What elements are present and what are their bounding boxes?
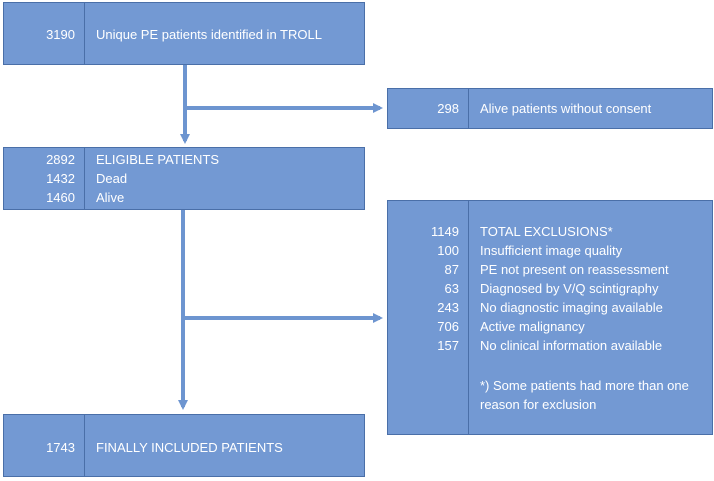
no-consent-count: 298 xyxy=(437,101,459,116)
exclusion-count: 243 xyxy=(437,300,459,315)
included-count: 1743 xyxy=(46,440,75,455)
eligible-box: 2892 ELIGIBLE PATIENTS 1432 Dead 1460 Al… xyxy=(3,147,365,210)
exclusion-label: Diagnosed by V/Q scintigraphy xyxy=(480,281,659,296)
box-divider xyxy=(468,89,469,128)
exclusion-row: 63 Diagnosed by V/Q scintigraphy xyxy=(388,279,712,298)
box-divider xyxy=(84,415,85,476)
exclusions-box: 1149 TOTAL EXCLUSIONS* 100 Insufficient … xyxy=(387,200,713,435)
exclusions-total-label: TOTAL EXCLUSIONS* xyxy=(480,224,613,239)
included-label: FINALLY INCLUDED PATIENTS xyxy=(96,440,283,455)
exclusion-label: PE not present on reassessment xyxy=(480,262,669,277)
identified-box: 3190 Unique PE patients identified in TR… xyxy=(3,2,365,65)
eligible-row: 2892 ELIGIBLE PATIENTS xyxy=(4,150,364,169)
no-consent-row: 298 Alive patients without consent xyxy=(388,99,712,118)
eligible-alive-label: Alive xyxy=(96,190,125,205)
exclusion-row: 157 No clinical information available xyxy=(388,336,712,355)
exclusion-count: 100 xyxy=(437,243,459,258)
eligible-row: 1432 Dead xyxy=(4,169,364,188)
exclusion-label: Insufficient image quality xyxy=(480,243,623,258)
included-row: 1743 FINALLY INCLUDED PATIENTS xyxy=(4,438,364,457)
exclusion-row: 1149 TOTAL EXCLUSIONS* xyxy=(388,222,712,241)
exclusion-count: 706 xyxy=(437,319,459,334)
eligible-dead-label: Dead xyxy=(96,171,128,186)
exclusion-count: 63 xyxy=(444,281,459,296)
exclusions-footnote: *) Some patients had more than one reaso… xyxy=(480,378,689,412)
exclusion-label: No clinical information available xyxy=(480,338,663,353)
exclusion-count: 157 xyxy=(437,338,459,353)
eligible-dead-count: 1432 xyxy=(46,171,75,186)
no-consent-box: 298 Alive patients without consent xyxy=(387,88,713,129)
box-divider xyxy=(84,148,85,209)
exclusion-row: 243 No diagnostic imaging available xyxy=(388,298,712,317)
identified-row: 3190 Unique PE patients identified in TR… xyxy=(4,25,364,44)
eligible-row: 1460 Alive xyxy=(4,188,364,207)
eligible-total-count: 2892 xyxy=(46,152,75,167)
exclusion-row: 87 PE not present on reassessment xyxy=(388,260,712,279)
exclusion-row: 706 Active malignancy xyxy=(388,317,712,336)
exclusion-label: No diagnostic imaging available xyxy=(480,300,663,315)
exclusion-row: 100 Insufficient image quality xyxy=(388,241,712,260)
exclusion-count: 87 xyxy=(444,262,459,277)
exclusion-label: Active malignancy xyxy=(480,319,585,334)
identified-count: 3190 xyxy=(46,27,75,42)
box-divider xyxy=(468,201,469,434)
included-box: 1743 FINALLY INCLUDED PATIENTS xyxy=(3,414,365,477)
box-divider xyxy=(84,3,85,64)
no-consent-label: Alive patients without consent xyxy=(480,101,652,116)
identified-label: Unique PE patients identified in TROLL xyxy=(96,27,322,42)
eligible-alive-count: 1460 xyxy=(46,190,75,205)
eligible-total-label: ELIGIBLE PATIENTS xyxy=(96,152,220,167)
exclusions-total-count: 1149 xyxy=(431,224,459,239)
